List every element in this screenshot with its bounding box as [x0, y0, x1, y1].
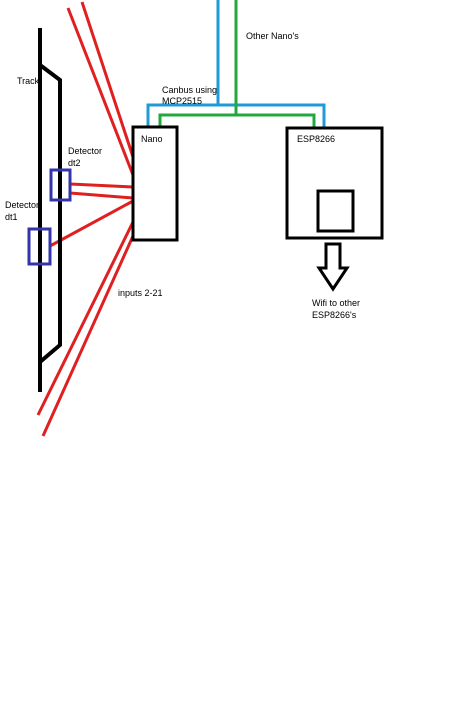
track-label: Track — [17, 76, 40, 86]
canbus-green-line-right — [236, 113, 316, 127]
wifi-label-line1: Wifi to other — [312, 298, 360, 308]
upper-red-wires — [66, 1, 136, 176]
detector-dt2-label-line1: Detector — [68, 146, 102, 156]
nano-label: Nano — [141, 134, 163, 144]
detector-dt1-label-line2: dt1 — [5, 212, 18, 222]
other-nanos-label: Other Nano's — [246, 31, 299, 41]
canbus-label-line2: MCP2515 — [162, 96, 202, 106]
canbus-blue-line — [146, 0, 220, 127]
canbus-label-line1: Canbus using — [162, 85, 217, 95]
esp8266-chip — [316, 189, 355, 233]
detector-dt2 — [49, 168, 72, 202]
detector-dt2-label-line2: dt2 — [68, 158, 81, 168]
dt1-wire-b — [49, 199, 134, 248]
wifi-down-arrow-icon — [316, 242, 350, 292]
track — [38, 28, 62, 392]
esp8266-label: ESP8266 — [297, 134, 335, 144]
nano-box — [131, 125, 179, 242]
red-wire-upper-2 — [80, 1, 136, 161]
lower-red-wires — [36, 221, 135, 437]
dt2-wire — [69, 182, 134, 189]
esp8266-module — [285, 126, 384, 240]
esp8266-box — [285, 126, 384, 240]
red-wire-lower-1 — [36, 221, 135, 416]
inputs-label: inputs 2-21 — [118, 288, 163, 298]
canbus — [146, 0, 326, 127]
red-wire-lower-2 — [41, 235, 135, 437]
canbus-blue-line-right — [218, 103, 326, 127]
red-wire-upper-1 — [66, 7, 135, 176]
detector-dt1 — [27, 227, 52, 266]
dt1-wire-a — [69, 191, 134, 200]
wifi-label-line2: ESP8266's — [312, 310, 357, 320]
canbus-green-line — [158, 0, 238, 127]
track-rail-right — [38, 63, 62, 364]
detector-dt1-label-line1: Detector — [5, 200, 39, 210]
